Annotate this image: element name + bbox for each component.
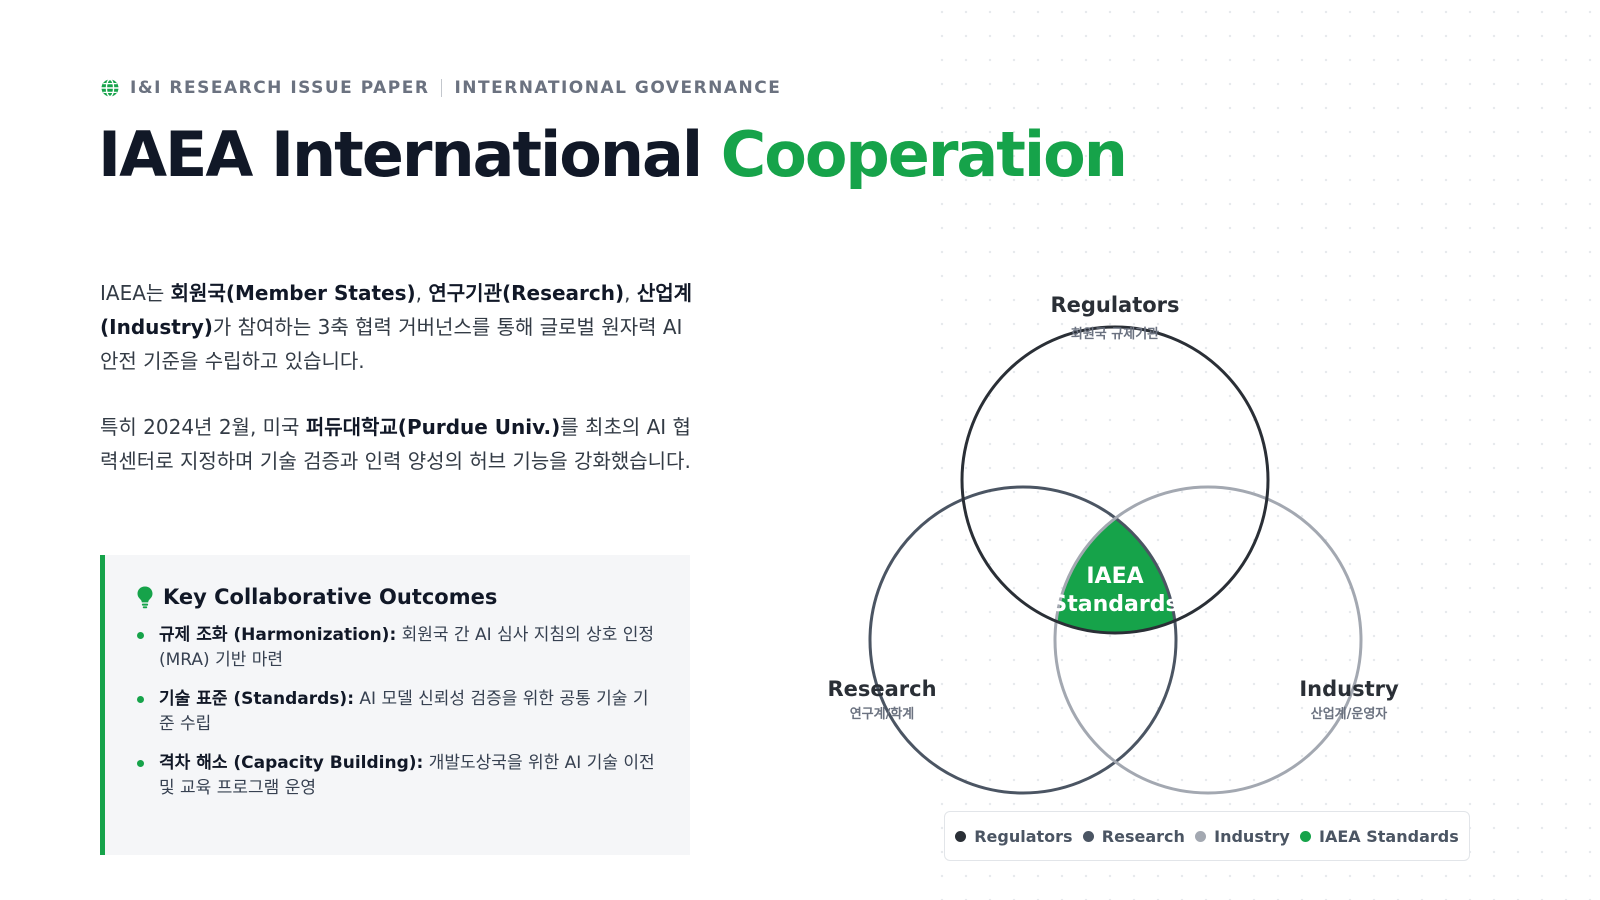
center-label-line2: Standards [1051, 592, 1178, 617]
intersection-clip-research [1055, 487, 1176, 633]
outcome-text: AI 모델 신뢰성 검증을 위한 공통 기술 기준 수립 [159, 689, 649, 734]
iaea-standards-region [1055, 487, 1176, 633]
outcome-label: 격차 해소 (Capacity Building): [159, 753, 424, 773]
regulators-sublabel: 회원국 규제기관 [1071, 326, 1159, 342]
research-circle [868, 485, 1178, 795]
outcomes-title: Key Collaborative Outcomes [163, 585, 498, 609]
legend-item-regulators: Regulators [955, 826, 1073, 846]
legend-label: Industry [1214, 826, 1290, 846]
industry-label: Industry [1299, 677, 1399, 701]
body-text: 특히 2024년 2월, 미국 [100, 415, 306, 439]
kicker-divider [441, 79, 443, 97]
outcome-item: 규제 조화 (Harmonization): 회원국 간 AI 심사 지침의 상… [135, 623, 656, 673]
regulators-label: Regulators [1050, 293, 1179, 317]
outcome-label: 기술 표준 (Standards): [159, 689, 354, 709]
outcome-text: 개발도상국을 위한 AI 기술 이전 및 교육 프로그램 운영 [159, 753, 655, 798]
outcome-text: 회원국 간 AI 심사 지침의 상호 인정(MRA) 기반 마련 [159, 625, 655, 670]
bullet-dot [137, 632, 144, 639]
title-main: IAEA International [98, 118, 721, 191]
intro-paragraph-2: 특히 2024년 2월, 미국 퍼듀대학교(Purdue Univ.)를 최초의… [100, 410, 700, 478]
center-label-line1: IAEA [1086, 564, 1143, 589]
research-sublabel: 연구계/학계 [850, 706, 915, 722]
outcomes-header: Key Collaborative Outcomes [135, 585, 656, 609]
legend-item-industry: Industry [1195, 827, 1290, 846]
legend-swatch [1082, 830, 1094, 842]
body-text: , [415, 281, 429, 305]
emphasis-text: 연구기관(Research) [428, 281, 625, 305]
legend-label: Research [1101, 826, 1185, 846]
title-accent: Cooperation [720, 118, 1128, 191]
outcomes-panel: Key Collaborative Outcomes 규제 조화 (Harmon… [100, 555, 690, 855]
bullet-dot [137, 760, 144, 767]
emphasis-text: 퍼듀대학교(Purdue Univ.) [305, 415, 561, 439]
legend-swatch [1195, 830, 1207, 842]
bullet-dot [137, 696, 144, 703]
legend-label: Regulators [974, 826, 1073, 846]
legend-item-iaea-standards: IAEA Standards [1300, 827, 1459, 846]
body-text: , [624, 281, 637, 305]
body-text: 가 참여하는 3축 협력 거버넌스를 통해 글로벌 원자력 AI 안전 기준을 … [100, 315, 683, 373]
lightbulb-icon [137, 586, 153, 609]
regulators-circle [960, 325, 1270, 635]
kicker: I&I RESEARCH ISSUE PAPER INTERNATIONAL G… [100, 78, 781, 98]
emphasis-text: 회원국(Member States) [170, 281, 416, 305]
body-text: IAEA는 [100, 281, 171, 305]
emphasis-text: 산업계(Industry) [100, 281, 693, 339]
outcome-label: 규제 조화 (Harmonization): [159, 625, 397, 645]
page-title: IAEA International Cooperation [98, 118, 1128, 191]
kicker-topic: INTERNATIONAL GOVERNANCE [454, 78, 782, 98]
industry-sublabel: 산업계/운영자 [1311, 706, 1388, 722]
kicker-series: I&I RESEARCH ISSUE PAPER [130, 78, 430, 98]
globe-icon [101, 78, 119, 98]
legend-swatch [1300, 830, 1312, 842]
outcome-item: 기술 표준 (Standards): AI 모델 신뢰성 검증을 위한 공통 기… [135, 687, 656, 737]
intersection-clip-regulators [1055, 487, 1176, 633]
outcome-item: 격차 해소 (Capacity Building): 개발도상국을 위한 AI … [135, 751, 656, 801]
legend-label: IAEA Standards [1319, 826, 1459, 846]
legend-swatch [955, 830, 967, 842]
industry-circle [1053, 485, 1363, 795]
legend-item-research: Research [1082, 826, 1185, 846]
legend: Regulators Research Industry IAEA Standa… [944, 811, 1470, 861]
intro-paragraph-1: IAEA는 회원국(Member States), 연구기관(Research)… [100, 276, 700, 378]
body-text: 를 최초의 AI 협력센터로 지정하며 기술 검증과 인력 양성의 허브 기능을… [100, 415, 691, 473]
research-label: Research [827, 677, 936, 701]
venn-diagram: IAEA Standards Regulators 회원국 규제기관 Resea… [827, 293, 1399, 795]
